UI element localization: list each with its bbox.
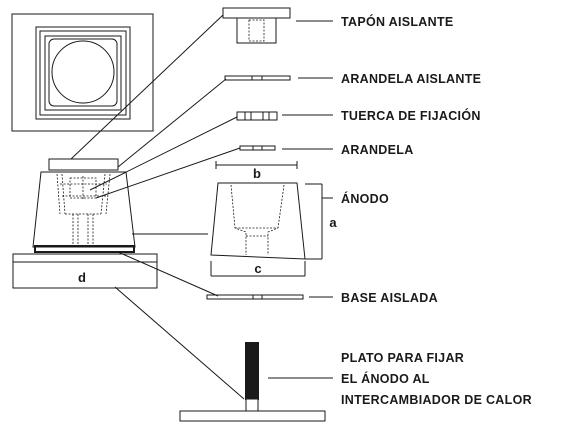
fixing-nut bbox=[236, 111, 278, 121]
insulating-cap-top bbox=[222, 7, 291, 19]
heat-exchanger-block bbox=[12, 253, 158, 289]
label-pointers bbox=[268, 20, 333, 379]
leader-lines bbox=[70, 14, 245, 400]
assembled-anode-body bbox=[32, 171, 136, 248]
label-insulating-cap: TAPÓN AISLANTE bbox=[341, 14, 454, 29]
insulated-base bbox=[206, 294, 304, 300]
top-view-circle bbox=[51, 40, 115, 104]
anode-body bbox=[210, 182, 306, 260]
top-view-square-2 bbox=[39, 30, 127, 116]
washer bbox=[239, 145, 276, 151]
label-plate-line-2: EL ÁNODO AL bbox=[341, 371, 430, 386]
dimension-d: d bbox=[78, 270, 86, 285]
top-view-square-1 bbox=[35, 26, 131, 120]
label-insulated-base: BASE AISLADA bbox=[341, 291, 438, 305]
label-washer: ARANDELA bbox=[341, 143, 414, 157]
mounting-plate-stem bbox=[245, 342, 259, 400]
insulating-washer bbox=[224, 75, 291, 81]
label-plate-line-3: INTERCAMBIADOR DE CALOR bbox=[341, 393, 532, 407]
label-fixing-nut: TUERCA DE FIJACIÓN bbox=[341, 108, 481, 123]
labels: TAPÓN AISLANTE ARANDELA AISLANTE TUERCA … bbox=[341, 14, 532, 407]
assembled-view: d bbox=[12, 158, 158, 289]
dimension-a: a bbox=[329, 215, 337, 230]
label-anode: ÁNODO bbox=[341, 191, 389, 206]
label-plate-line-1: PLATO PARA FIJAR bbox=[341, 351, 464, 365]
top-view-square-4 bbox=[48, 38, 118, 107]
top-view bbox=[11, 13, 154, 132]
mounting-plate-base bbox=[179, 410, 326, 422]
top-view-outer-frame bbox=[11, 13, 154, 132]
assembled-cap bbox=[48, 158, 119, 171]
dimension-c: c bbox=[254, 261, 261, 276]
exploded-parts: b a c bbox=[179, 7, 337, 422]
insulating-cap-body bbox=[236, 17, 277, 44]
label-insulating-washer: ARANDELA AISLANTE bbox=[341, 72, 481, 86]
dimension-b: b bbox=[253, 166, 261, 181]
assembled-base-plate bbox=[34, 245, 135, 253]
top-view-square-3 bbox=[44, 35, 122, 111]
